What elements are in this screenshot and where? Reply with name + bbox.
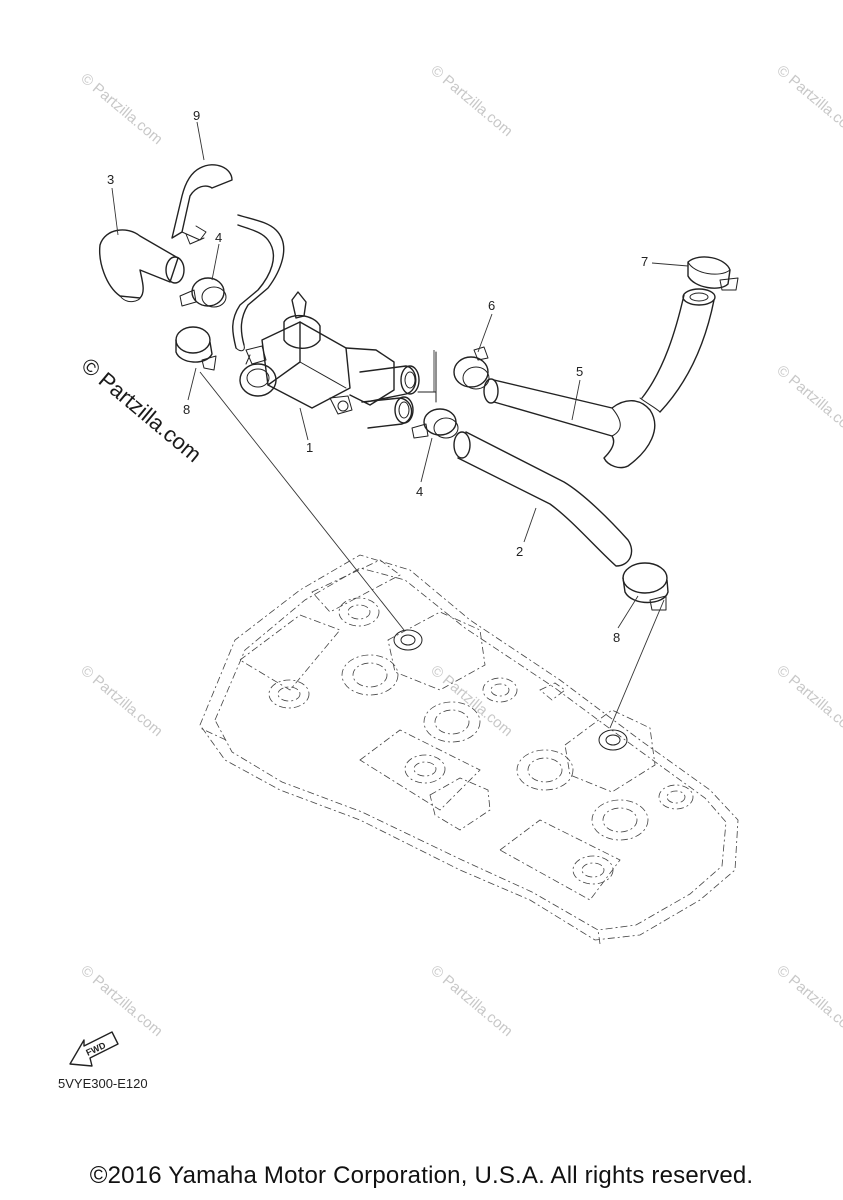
cylinder-head-cover (199, 554, 739, 945)
callout-9: 9 (193, 108, 200, 123)
fwd-arrow-icon: FWD (69, 1031, 119, 1067)
watermark: © Partzilla.com (427, 962, 515, 1040)
callout-7: 7 (641, 254, 648, 269)
watermark: © Partzilla.com (427, 662, 515, 740)
watermark: © Partzilla.com (773, 62, 843, 140)
part-3-hose (99, 229, 185, 303)
watermark: © Partzilla.com (773, 962, 843, 1040)
watermark: © Partzilla.com (427, 62, 515, 140)
part-8-clamp-lower (622, 562, 669, 611)
callout-4-upper: 4 (215, 230, 222, 245)
callout-labels: 1 2 3 4 4 5 6 7 8 8 9 (107, 108, 648, 645)
part-6-clip (453, 346, 490, 390)
callout-2: 2 (516, 544, 523, 559)
watermark: © Partzilla.com (77, 662, 165, 740)
callout-6: 6 (488, 298, 495, 313)
part-5-hose (483, 378, 656, 469)
part-9-bracket (171, 164, 233, 245)
part-8-clamp-upper (175, 326, 217, 371)
part-4-clip-lower (411, 408, 459, 439)
callout-1: 1 (306, 440, 313, 455)
part-7-hose (639, 256, 739, 413)
vacuum-hose (232, 214, 285, 352)
part-2-hose (453, 431, 633, 567)
callout-4-lower: 4 (416, 484, 423, 499)
diagram-code: 5VYE300-E120 (58, 1076, 148, 1091)
watermark-layer: © Partzilla.com © Partzilla.com © Partzi… (77, 62, 843, 1040)
valve-outlets (359, 365, 420, 429)
watermark: © Partzilla.com (77, 962, 165, 1040)
callout-3: 3 (107, 172, 114, 187)
part-1-air-cut-valve (239, 291, 395, 415)
callout-8-lower: 8 (613, 630, 620, 645)
watermark: © Partzilla.com (773, 662, 843, 740)
watermark: © Partzilla.com (77, 70, 165, 148)
callout-8-upper: 8 (183, 402, 190, 417)
bracket-line (417, 351, 437, 403)
part-4-clip-upper (179, 277, 227, 308)
leader-lines (111, 121, 689, 729)
callout-5: 5 (576, 364, 583, 379)
copyright-notice: ©2016 Yamaha Motor Corporation, U.S.A. A… (89, 1162, 754, 1189)
watermark: © Partzilla.com (773, 362, 843, 440)
